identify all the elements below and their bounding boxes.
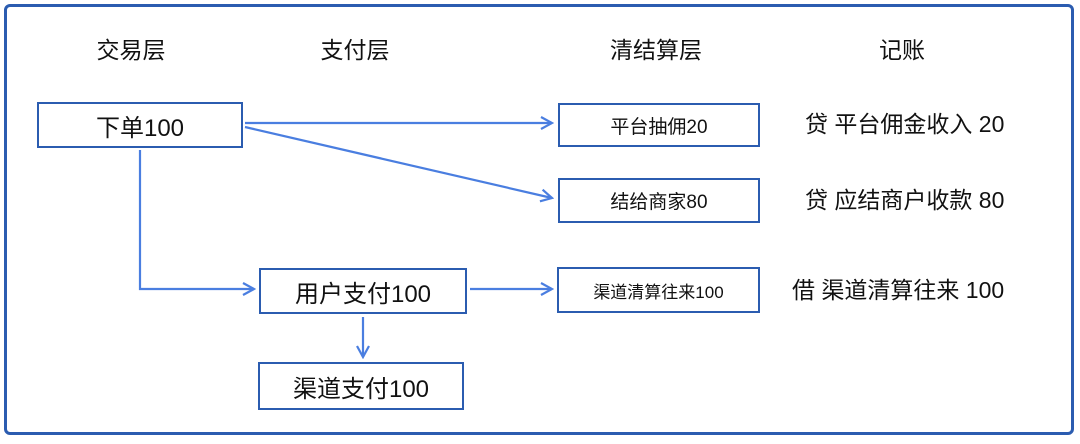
ledger-credit-platform-commission: 贷 平台佣金收入 20 <box>805 111 1005 137</box>
node-user-payment: 用户支付100 <box>259 268 467 314</box>
node-order: 下单100 <box>37 102 243 148</box>
header-payment-layer: 支付层 <box>320 37 390 63</box>
node-settle-merchant: 结给商家80 <box>558 178 760 223</box>
diagram-outer-frame <box>4 4 1074 435</box>
ledger-credit-merchant-receivable: 贷 应结商户收款 80 <box>805 187 1005 213</box>
header-clearing-layer: 清结算层 <box>610 37 702 63</box>
node-platform-commission: 平台抽佣20 <box>558 103 760 147</box>
ledger-debit-channel-clearing: 借 渠道清算往来 100 <box>792 277 1005 303</box>
node-channel-payment: 渠道支付100 <box>258 362 464 410</box>
node-channel-clearing: 渠道清算往来100 <box>557 267 760 313</box>
header-transaction-layer: 交易层 <box>96 37 166 63</box>
header-bookkeeping: 记账 <box>879 37 925 63</box>
